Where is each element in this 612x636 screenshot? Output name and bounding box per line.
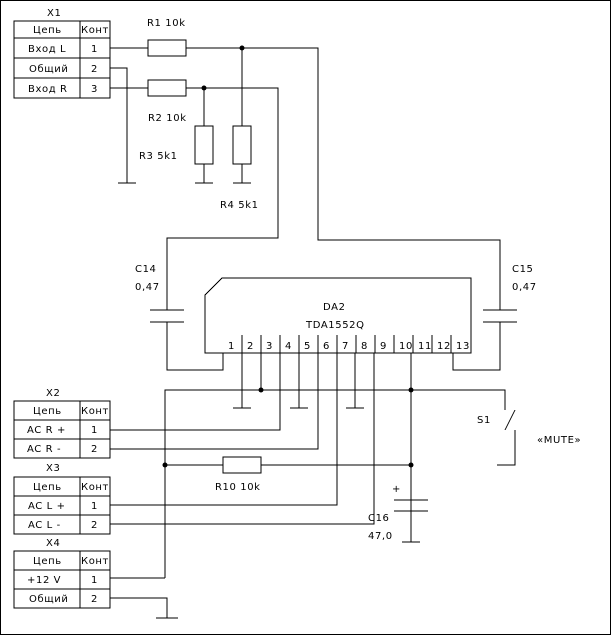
x4-row-net: Общий [29, 594, 68, 605]
ic-pin-number: 1 [228, 341, 235, 352]
ic-pin-number: 3 [266, 341, 273, 352]
x1-row-net: Вход L [28, 44, 66, 55]
ic-pin-number: 7 [342, 341, 349, 352]
ic-pin-number: 13 [456, 341, 470, 352]
r10-label: R10 10k [215, 482, 261, 493]
c16-value: 47,0 [368, 531, 393, 542]
capacitor-c15: C15 0,47 [483, 264, 537, 323]
c15-value: 0,47 [512, 282, 537, 293]
c14-name: C14 [135, 264, 157, 275]
x2-row-pin: 1 [91, 425, 98, 436]
x1-header-pin: Конт [81, 25, 109, 36]
mute-label: «MUTE» [537, 435, 581, 446]
x3-header-net: Цепь [33, 482, 62, 493]
junction-dot [408, 462, 414, 468]
x2-header-net: Цепь [33, 406, 62, 417]
x3-title: X3 [46, 463, 60, 474]
x4-row-pin: 1 [91, 575, 98, 586]
resistor-r10: R10 10k [215, 456, 262, 493]
junctions [162, 45, 414, 468]
r1-label: R1 10k [147, 18, 186, 29]
x2-row-net: AC R - [27, 444, 61, 455]
ic-pin-number: 5 [304, 341, 311, 352]
c16-name: C16 [368, 513, 390, 524]
c16-polarity: + [392, 484, 401, 495]
ic-pin-number: 2 [247, 341, 254, 352]
ic-pin-number: 12 [437, 341, 451, 352]
x1-header-net: Цепь [33, 25, 62, 36]
ic-pin-number: 8 [361, 341, 368, 352]
connector-x1: X1 Цепь Конт Вход L 1 Общий 2 Вход R 3 [13, 8, 111, 99]
x1-row-net: Вход R [28, 84, 68, 95]
x1-row-pin: 2 [91, 64, 98, 75]
x3-row-pin: 1 [91, 501, 98, 512]
x1-row-net: Общий [29, 64, 68, 75]
c14-value: 0,47 [135, 282, 160, 293]
ic-pin-number: 6 [323, 341, 330, 352]
ic-pin-number: 10 [399, 341, 413, 352]
ic-ref: DA2 [323, 302, 346, 313]
x4-row-net: +12 V [27, 575, 61, 586]
switch-s1: S1 «MUTE» [477, 415, 581, 446]
x1-row-pin: 3 [91, 84, 98, 95]
x2-row-net: AC R + [27, 425, 66, 436]
junction-dot [162, 462, 168, 468]
x3-header-pin: Конт [81, 482, 109, 493]
x4-header-net: Цепь [33, 556, 62, 567]
capacitor-c14: C14 0,47 [135, 264, 184, 323]
x4-title: X4 [46, 538, 60, 549]
junction-dot [408, 387, 414, 393]
x3-row-pin: 2 [91, 520, 98, 531]
x1-title: X1 [47, 8, 61, 19]
x3-row-net: AC L + [28, 501, 66, 512]
x4-row-pin: 2 [91, 594, 98, 605]
x2-header-pin: Конт [81, 406, 109, 417]
x2-row-pin: 2 [91, 444, 98, 455]
connector-x4: X4 Цепь Конт +12 V 1 Общий 2 [13, 538, 111, 609]
r4-label: R4 5k1 [220, 200, 259, 211]
resistor-r1: R1 10k [147, 18, 187, 57]
ic-pin-number: 11 [418, 341, 432, 352]
connector-x3: X3 Цепь Конт AC L + 1 AC L - 2 [13, 463, 111, 535]
r2-label: R2 10k [148, 113, 187, 124]
junction-dot [201, 85, 207, 91]
ic-pin-number: 4 [285, 341, 292, 352]
junction-dot [239, 45, 245, 51]
s1-label: S1 [477, 415, 491, 426]
x4-header-pin: Конт [81, 556, 109, 567]
capacitor-c16: + C16 47,0 [368, 484, 428, 542]
ic-pin-number: 9 [380, 341, 387, 352]
x3-row-net: AC L - [28, 520, 61, 531]
wires [110, 47, 516, 619]
c15-name: C15 [512, 264, 534, 275]
connector-x2: X2 Цепь Конт AC R + 1 AC R - 2 [13, 388, 111, 459]
resistor-r2: R2 10k [147, 79, 187, 124]
x1-row-pin: 1 [91, 44, 98, 55]
resistor-r3: R3 5k1 [139, 125, 214, 165]
r3-label: R3 5k1 [139, 151, 178, 162]
resistor-r4: R4 5k1 [220, 125, 259, 211]
junction-dot [258, 387, 264, 393]
ic-part: TDA1552Q [305, 320, 365, 331]
x2-title: X2 [46, 388, 60, 399]
